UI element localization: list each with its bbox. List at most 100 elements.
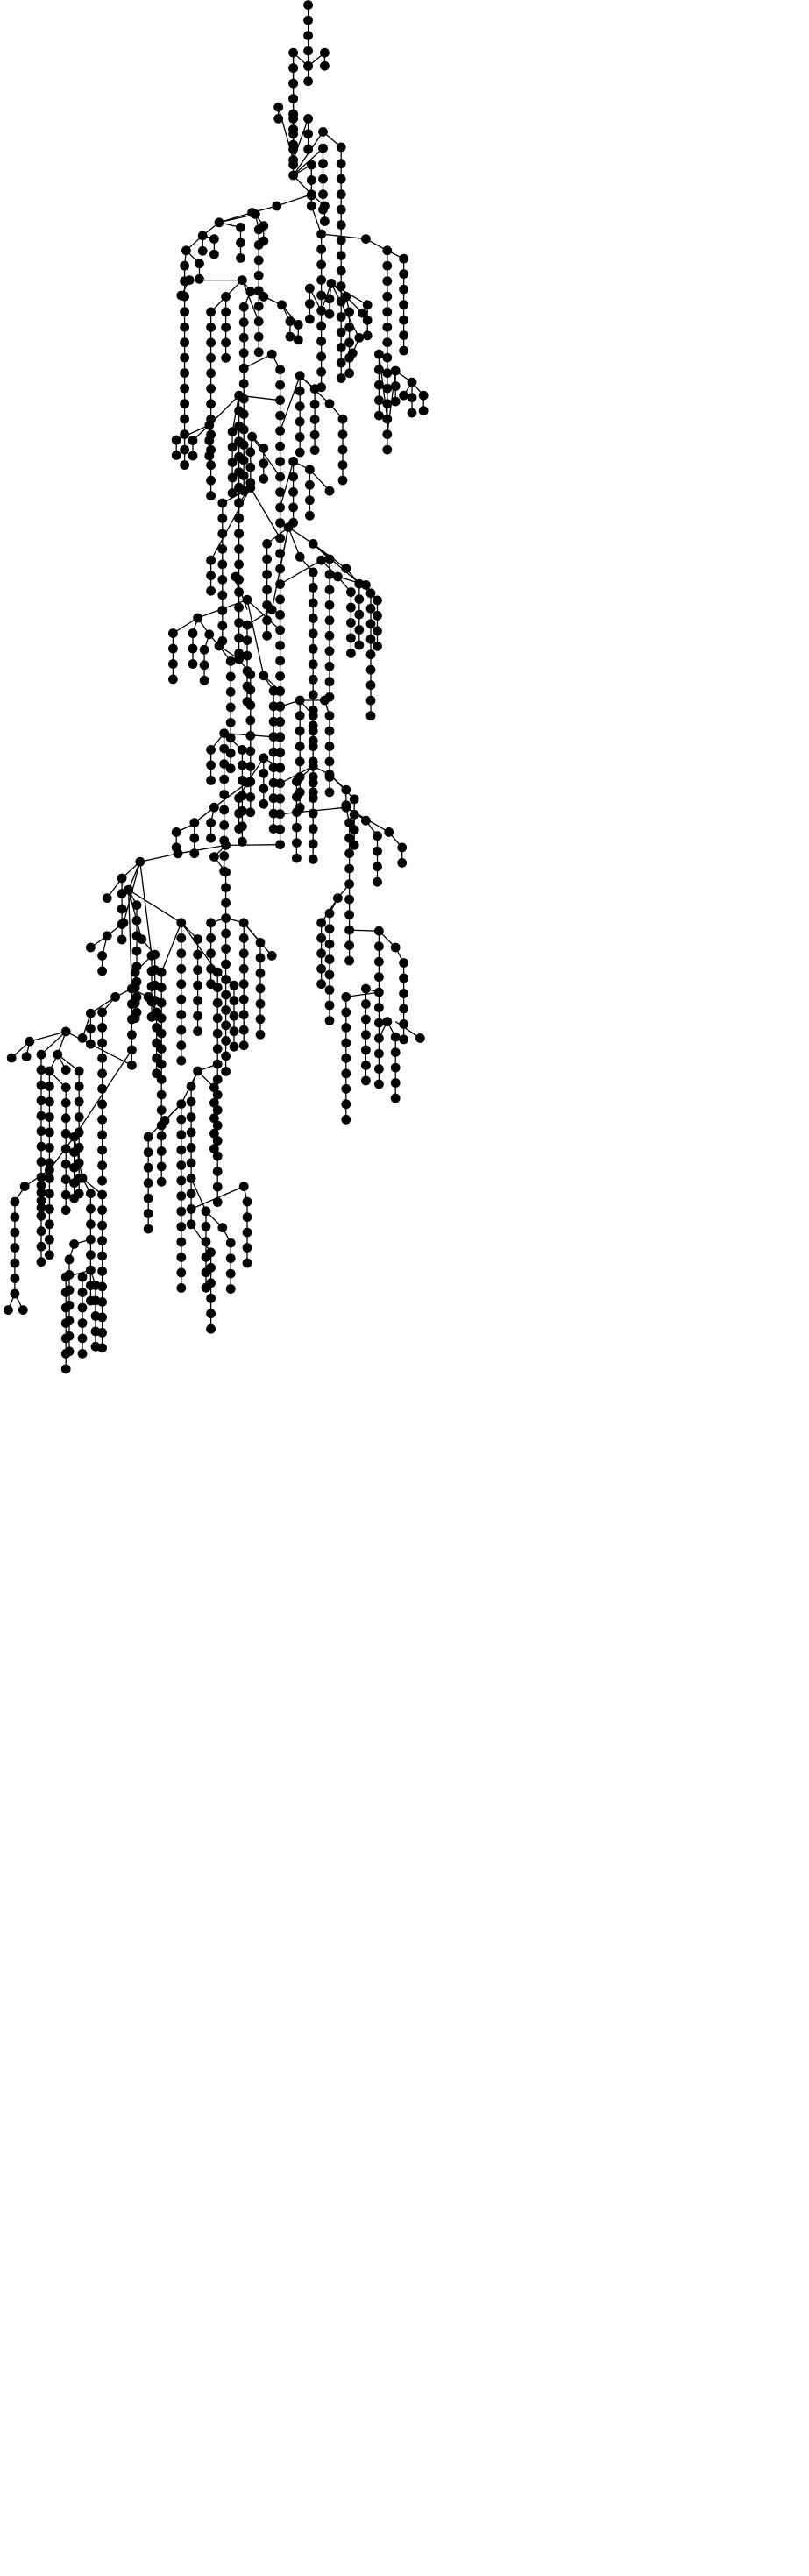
tree-node bbox=[308, 839, 318, 849]
tree-node bbox=[97, 1175, 107, 1186]
tree-node bbox=[206, 368, 216, 379]
tree-node bbox=[346, 633, 356, 643]
tree-node bbox=[221, 883, 231, 892]
tree-node bbox=[382, 260, 393, 271]
tree-node bbox=[131, 946, 142, 956]
tree-node bbox=[382, 245, 393, 256]
tree-node bbox=[193, 996, 203, 1005]
tree-node bbox=[117, 889, 127, 898]
tree-node bbox=[156, 1146, 167, 1156]
tree-node bbox=[238, 836, 247, 847]
tree-node bbox=[176, 1267, 187, 1278]
tree-node bbox=[206, 571, 216, 581]
tree-node bbox=[184, 275, 195, 285]
tree-node bbox=[305, 495, 315, 506]
tree-node bbox=[308, 628, 318, 639]
tree-node bbox=[253, 270, 264, 280]
tree-node bbox=[209, 249, 219, 259]
tree-node bbox=[316, 245, 326, 254]
tree-node bbox=[193, 980, 203, 990]
tree-node bbox=[195, 259, 204, 269]
tree-node bbox=[259, 221, 269, 231]
tree-node bbox=[295, 756, 305, 767]
tree-node bbox=[3, 1305, 13, 1315]
tree-node bbox=[45, 1234, 54, 1245]
tree-node bbox=[303, 0, 313, 10]
tree-node bbox=[201, 1206, 211, 1217]
tree-node bbox=[201, 1221, 211, 1231]
tree-node bbox=[382, 307, 393, 317]
tree-node bbox=[365, 619, 376, 629]
tree-node bbox=[324, 294, 335, 304]
tree-node bbox=[268, 732, 279, 742]
tree-node bbox=[231, 571, 241, 582]
tree-node bbox=[365, 649, 376, 660]
tree-node bbox=[336, 343, 346, 352]
tree-node bbox=[272, 201, 282, 211]
tree-node bbox=[97, 1251, 107, 1261]
tree-node bbox=[242, 1258, 252, 1268]
tree-node bbox=[219, 728, 230, 738]
tree-node bbox=[238, 332, 249, 343]
tree-node bbox=[399, 315, 408, 325]
tree-node bbox=[268, 685, 279, 696]
tree-node bbox=[189, 833, 200, 843]
tree-node bbox=[45, 1066, 54, 1076]
tree-node bbox=[209, 802, 219, 813]
tree-node bbox=[390, 1062, 401, 1073]
tree-node bbox=[212, 1013, 223, 1024]
tree-node bbox=[324, 908, 335, 919]
tree-edge bbox=[287, 527, 301, 557]
tree-node bbox=[212, 1167, 223, 1176]
tree-node bbox=[382, 414, 393, 424]
tree-node bbox=[399, 284, 408, 295]
tree-node bbox=[275, 457, 285, 466]
tree-node bbox=[253, 347, 264, 358]
tree-node bbox=[324, 969, 335, 980]
tree-node bbox=[295, 447, 305, 458]
tree-node bbox=[212, 1105, 223, 1115]
tree-node bbox=[295, 552, 305, 562]
tree-node bbox=[60, 1349, 71, 1359]
tree-node bbox=[130, 967, 140, 977]
tree-node bbox=[156, 1013, 167, 1024]
tree-node bbox=[365, 588, 376, 599]
tree-node bbox=[193, 1011, 203, 1021]
tree-node bbox=[36, 1141, 46, 1152]
tree-node bbox=[354, 625, 365, 635]
tree-edge bbox=[287, 527, 314, 544]
tree-node bbox=[382, 291, 393, 302]
tree-node bbox=[131, 915, 142, 926]
tree-node bbox=[275, 395, 285, 406]
tree-node bbox=[90, 1341, 101, 1352]
tree-edge bbox=[128, 889, 182, 924]
tree-node bbox=[373, 831, 382, 841]
tree-node bbox=[86, 1234, 96, 1245]
tree-node bbox=[221, 867, 231, 877]
tree-node bbox=[209, 1082, 219, 1093]
tree-node bbox=[186, 1189, 196, 1199]
tree-node bbox=[45, 1143, 54, 1153]
tree-node bbox=[180, 322, 190, 332]
tree-node bbox=[324, 726, 335, 736]
tree-edge bbox=[127, 861, 141, 891]
tree-node bbox=[316, 963, 326, 974]
tree-node bbox=[209, 1097, 219, 1108]
tree-node bbox=[234, 436, 244, 447]
tree-node bbox=[219, 774, 230, 784]
tree-node bbox=[217, 606, 228, 615]
tree-node bbox=[234, 451, 244, 462]
tree-node bbox=[262, 554, 272, 564]
tree-node bbox=[229, 996, 239, 1006]
tree-node bbox=[25, 1036, 35, 1047]
tree-node bbox=[399, 330, 408, 340]
tree-node bbox=[373, 846, 382, 856]
tree-node bbox=[295, 726, 305, 736]
tree-node bbox=[418, 390, 429, 401]
tree-node bbox=[268, 763, 279, 773]
tree-node bbox=[275, 549, 285, 558]
tree-node bbox=[397, 842, 408, 853]
tree-node bbox=[186, 1127, 196, 1138]
tree-node bbox=[324, 770, 335, 779]
tree-node bbox=[238, 363, 249, 373]
